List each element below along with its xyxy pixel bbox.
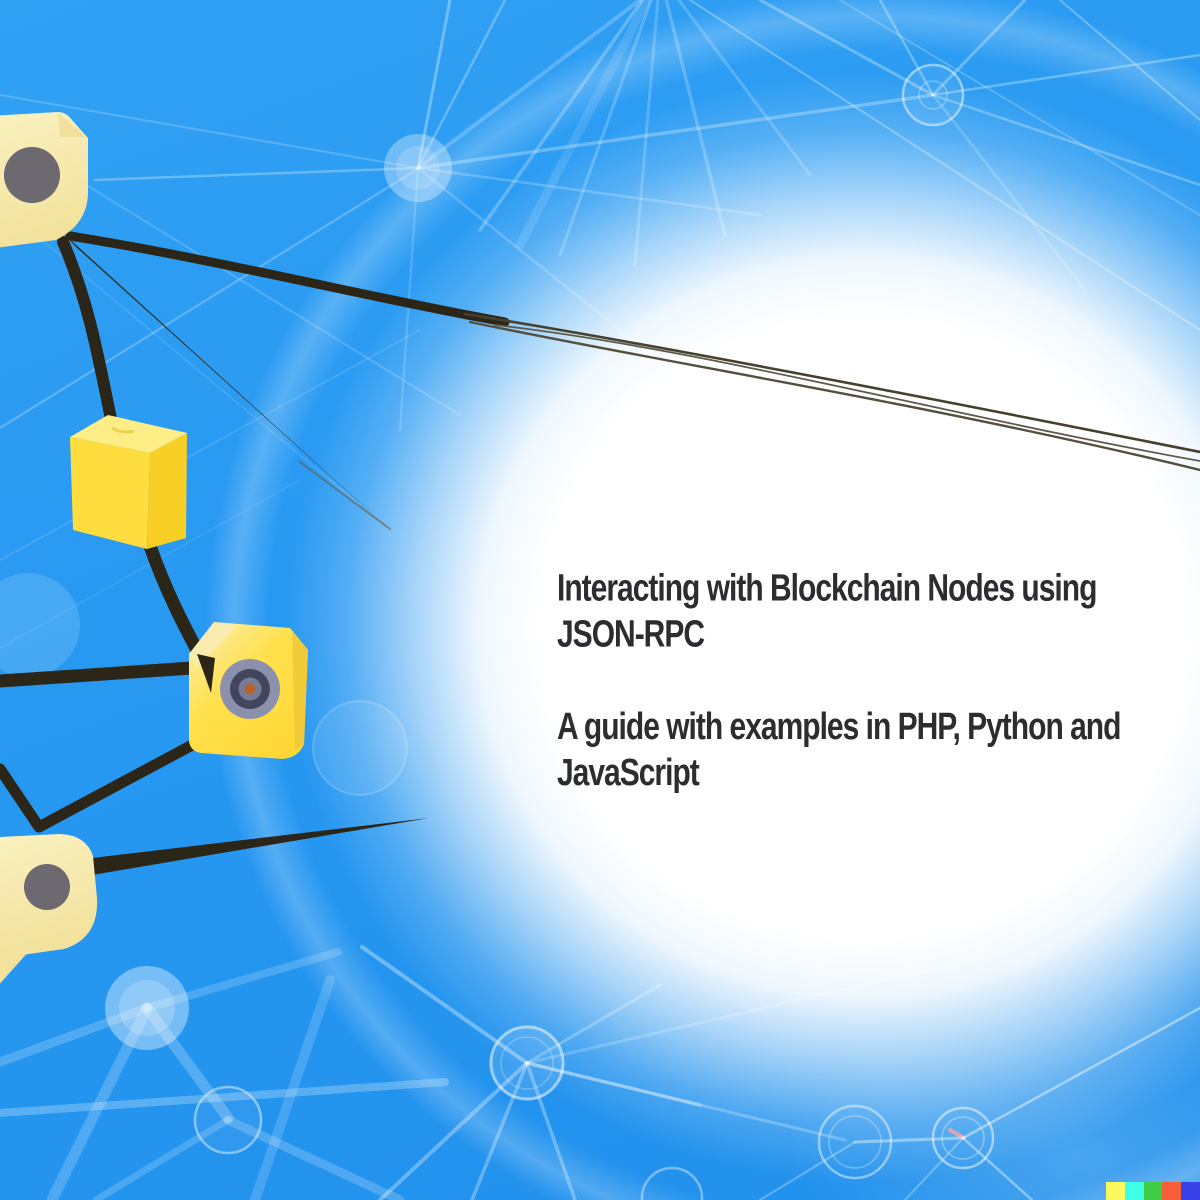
blockchain-cube-3 — [189, 622, 308, 759]
watermark-swatch-blue — [1181, 1182, 1200, 1200]
title: Interacting with Blockchain Nodes using … — [557, 566, 1200, 658]
blockchain-cube-4 — [0, 834, 98, 984]
graph-links — [0, 231, 1200, 875]
blockchain-cube-2 — [70, 415, 187, 549]
title-line-1: Interacting with Blockchain Nodes using — [557, 567, 1097, 610]
title-line-2: JSON-RPC — [557, 613, 705, 656]
watermark-swatch-cyan — [1124, 1182, 1144, 1200]
watermark-swatch-yellow — [1106, 1182, 1125, 1200]
subtitle-line-1: A guide with examples in PHP, Python and — [557, 705, 1121, 748]
node-dot — [4, 147, 60, 203]
cover-text: Interacting with Blockchain Nodes using … — [557, 566, 1200, 796]
lens-dot — [220, 659, 280, 719]
watermark-swatch-orange — [1162, 1182, 1182, 1200]
watermark-swatch-green — [1143, 1182, 1163, 1200]
subtitle-line-2: JavaScript — [557, 751, 700, 794]
blockchain-cube-1 — [0, 112, 88, 248]
node-dot — [24, 864, 70, 910]
color-bar-watermark — [1106, 1182, 1200, 1200]
subtitle: A guide with examples in PHP, Python and… — [557, 704, 1200, 796]
